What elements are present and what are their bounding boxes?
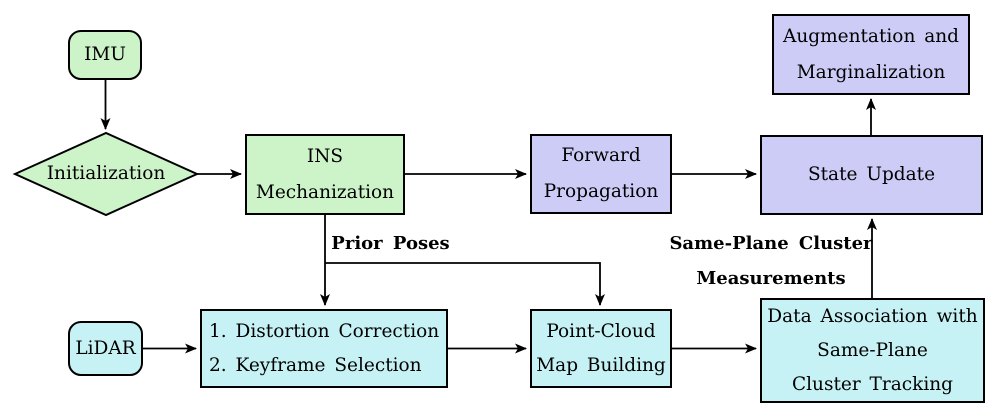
node-preprocessing: 1. Distortion Correction 2. Keyframe Sel… — [200, 309, 448, 388]
node-ins-line2: Mechanization — [255, 181, 395, 203]
edge-prior-poses-to-point-cloud-map — [325, 262, 605, 306]
node-lidar: LiDAR — [68, 321, 143, 376]
node-pointcloud-line2: Map Building — [536, 354, 666, 376]
node-dataassoc-line1: Data Association with — [767, 305, 978, 327]
node-forward-line1: Forward — [561, 145, 641, 166]
node-dataassoc-line2: Same-Plane — [817, 339, 928, 361]
node-augmentation-line2: Marginalization — [796, 61, 946, 83]
node-preprocessing-line1: 1. Distortion Correction — [209, 320, 440, 342]
node-forward-propagation: Forward Propagation — [530, 134, 672, 214]
same-plane-label-line2: Measurements — [696, 268, 846, 289]
node-ins-line1: INS — [306, 145, 344, 167]
node-point-cloud-map-building: Point-Cloud Map Building — [530, 309, 672, 388]
node-pointcloud-line1: Point-Cloud — [546, 320, 656, 342]
same-plane-label-line1: Same-Plane Cluster — [669, 233, 873, 254]
node-imu: IMU — [68, 30, 142, 80]
node-preprocessing-line2: 2. Keyframe Selection — [209, 354, 422, 376]
node-data-association: Data Association with Same-Plane Cluster… — [760, 298, 985, 403]
edge-label-prior-poses: Prior Poses — [328, 226, 453, 261]
edge-label-same-plane-cluster-measurements: Same-Plane Cluster Measurements — [666, 226, 876, 296]
node-ins-mechanization: INS Mechanization — [245, 134, 405, 215]
node-initialization: Initialization — [15, 133, 197, 215]
node-initialization-label: Initialization — [46, 163, 166, 184]
node-forward-line2: Propagation — [543, 181, 659, 202]
node-augmentation-marginalization: Augmentation and Marginalization — [772, 14, 970, 95]
initialization-diamond-shape — [12, 131, 200, 217]
node-dataassoc-line3: Cluster Tracking — [791, 373, 954, 395]
node-augmentation-line1: Augmentation and — [782, 25, 960, 47]
prior-poses-text: Prior Poses — [331, 233, 450, 254]
node-imu-label: IMU — [84, 44, 126, 65]
node-lidar-label: LiDAR — [75, 337, 136, 359]
node-state-update: State Update — [760, 135, 983, 215]
node-state-update-label: State Update — [807, 164, 936, 185]
